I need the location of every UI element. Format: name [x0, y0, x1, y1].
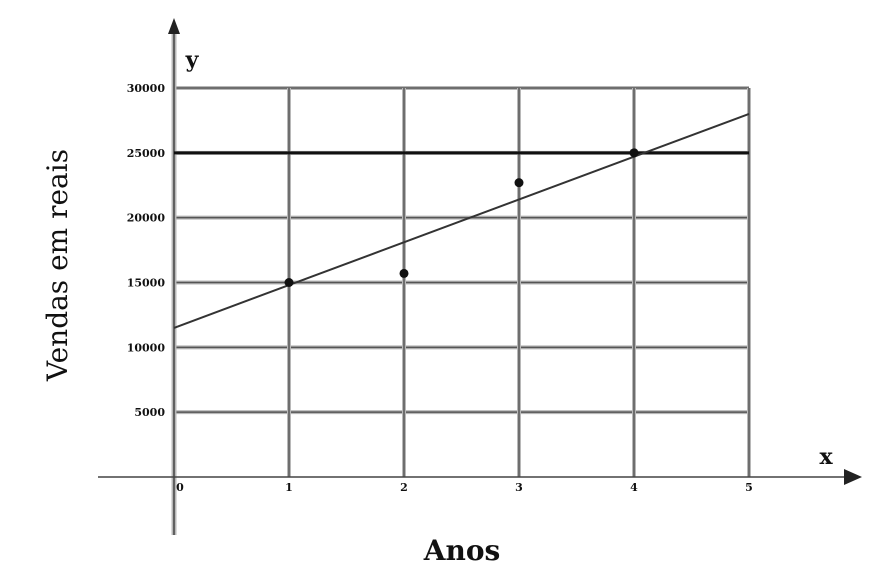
data-point-2 [514, 178, 524, 188]
y-tick-label-3: 20000 [127, 212, 166, 225]
y-tick-label-5: 30000 [127, 82, 166, 95]
labels: 5000 10000 15000 20000 25000 30000 0 1 2 3 4 5 [127, 82, 753, 494]
x-axis-arrow [844, 469, 862, 485]
data-point-0 [284, 278, 294, 287]
x-tick-label-5: 5 [745, 481, 753, 494]
y-tick-label-4: 25000 [127, 147, 166, 160]
x-tick-label-4: 4 [630, 481, 638, 494]
x-tick-label-3: 3 [515, 481, 523, 494]
data-point-1 [399, 268, 409, 278]
y-tick-label-1: 10000 [127, 341, 166, 354]
y-tick-label-2: 15000 [127, 277, 166, 290]
x-axis-letter: x [819, 444, 833, 470]
y-axis-letter: y [185, 47, 200, 73]
y-tick-label-0: 5000 [134, 406, 165, 419]
x-tick-label-2: 2 [400, 481, 408, 494]
y-axis-arrow [168, 18, 180, 34]
x-axis-label: Anos [423, 534, 501, 567]
data-point-3 [629, 148, 639, 158]
x-tick-label-1: 1 [285, 481, 293, 494]
x-tick-label-0: 0 [176, 481, 184, 494]
axes [98, 18, 862, 535]
y-axis-label: Vendas em reais [41, 149, 74, 382]
data-layer [173, 112, 750, 329]
trend-line [173, 112, 750, 329]
